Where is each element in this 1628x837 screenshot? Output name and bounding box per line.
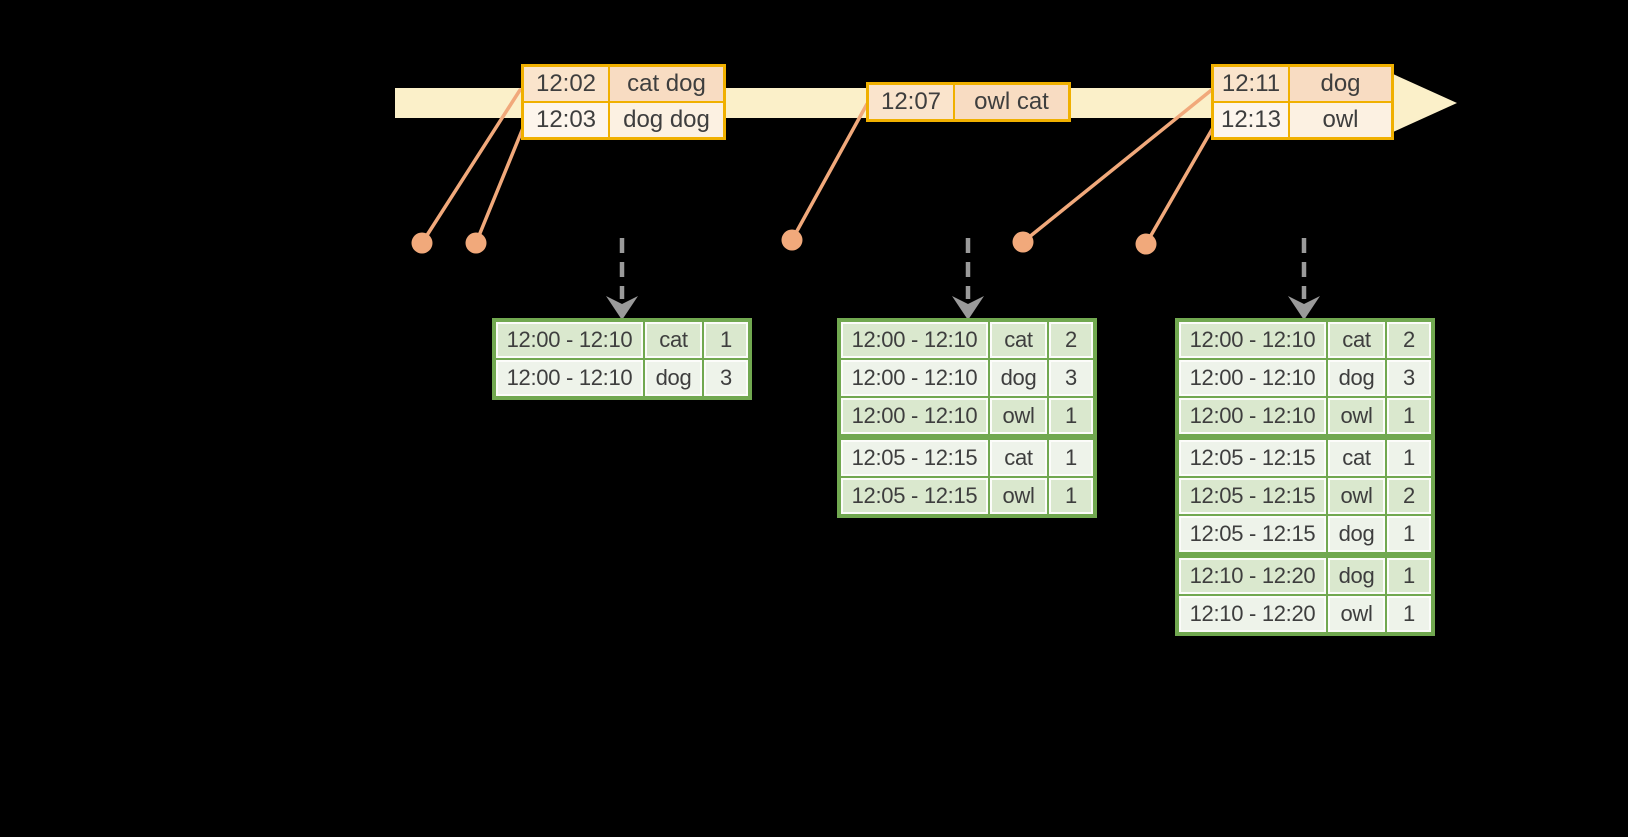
- window-cell: 12:05 - 12:15: [1179, 440, 1326, 476]
- count-cell: 1: [1049, 478, 1093, 514]
- count-cell: 3: [1387, 360, 1431, 396]
- window-cell: 12:00 - 12:10: [496, 360, 643, 396]
- window-cell: 12:00 - 12:10: [841, 360, 988, 396]
- window-cell: 12:05 - 12:15: [1179, 516, 1326, 552]
- event-words-cell: cat dog: [610, 67, 723, 101]
- word-cell: dog: [1328, 516, 1385, 552]
- connector-line-1203: [474, 126, 525, 245]
- word-cell: cat: [990, 322, 1047, 358]
- word-cell: owl: [1328, 398, 1385, 434]
- count-cell: 1: [1387, 516, 1431, 552]
- trigger-arrowhead-icon-1: [606, 296, 638, 320]
- word-cell: dog: [1328, 360, 1385, 396]
- event-dot-1203: [465, 232, 487, 254]
- word-cell: dog: [990, 360, 1047, 396]
- count-cell: 3: [704, 360, 748, 396]
- word-cell: owl: [990, 398, 1047, 434]
- window-cell: 12:10 - 12:20: [1179, 558, 1326, 594]
- count-cell: 2: [1387, 322, 1431, 358]
- window-cell: 12:05 - 12:15: [841, 478, 988, 514]
- count-cell: 1: [1387, 558, 1431, 594]
- connector-line-1211: [1021, 86, 1216, 244]
- window-cell: 12:05 - 12:15: [1179, 478, 1326, 514]
- event-words-cell: owl: [1290, 103, 1391, 137]
- event-time-cell: 12:02: [524, 67, 608, 101]
- word-cell: cat: [990, 440, 1047, 476]
- window-cell: 12:00 - 12:10: [1179, 322, 1326, 358]
- event-dot-1211: [1012, 231, 1034, 253]
- event-time-cell: 12:13: [1214, 103, 1288, 137]
- timeline-arrowhead-icon: [1393, 74, 1457, 132]
- count-cell: 2: [1049, 322, 1093, 358]
- connector-line-1207: [790, 102, 869, 242]
- count-cell: 2: [1387, 478, 1431, 514]
- window-cell: 12:00 - 12:10: [841, 398, 988, 434]
- word-cell: dog: [1328, 558, 1385, 594]
- event-dot-1213: [1135, 233, 1157, 255]
- window-cell: 12:10 - 12:20: [1179, 596, 1326, 632]
- event-dot-1207: [781, 229, 803, 251]
- word-cell: owl: [1328, 478, 1385, 514]
- count-cell: 1: [1049, 440, 1093, 476]
- window-cell: 12:00 - 12:10: [841, 322, 988, 358]
- count-cell: 1: [1387, 398, 1431, 434]
- window-cell: 12:00 - 12:10: [1179, 360, 1326, 396]
- trigger-arrowhead-icon-3: [1288, 296, 1320, 320]
- count-cell: 1: [1049, 398, 1093, 434]
- window-cell: 12:00 - 12:10: [1179, 398, 1326, 434]
- window-cell: 12:00 - 12:10: [496, 322, 643, 358]
- word-cell: dog: [645, 360, 702, 396]
- count-cell: 1: [704, 322, 748, 358]
- window-cell: 12:05 - 12:15: [841, 440, 988, 476]
- event-time-cell: 12:03: [524, 103, 608, 137]
- word-cell: cat: [1328, 322, 1385, 358]
- event-time-cell: 12:07: [869, 85, 953, 119]
- event-dot-1202: [411, 232, 433, 254]
- connector-line-1202: [420, 88, 522, 245]
- connector-line-1213: [1144, 124, 1216, 246]
- event-time-cell: 12:11: [1214, 67, 1288, 101]
- trigger-arrowhead-icon-2: [952, 296, 984, 320]
- word-cell: cat: [1328, 440, 1385, 476]
- word-cell: cat: [645, 322, 702, 358]
- count-cell: 1: [1387, 596, 1431, 632]
- word-cell: owl: [1328, 596, 1385, 632]
- event-words-cell: dog dog: [610, 103, 723, 137]
- event-words-cell: dog: [1290, 67, 1391, 101]
- event-words-cell: owl cat: [955, 85, 1068, 119]
- count-cell: 1: [1387, 440, 1431, 476]
- word-cell: owl: [990, 478, 1047, 514]
- count-cell: 3: [1049, 360, 1093, 396]
